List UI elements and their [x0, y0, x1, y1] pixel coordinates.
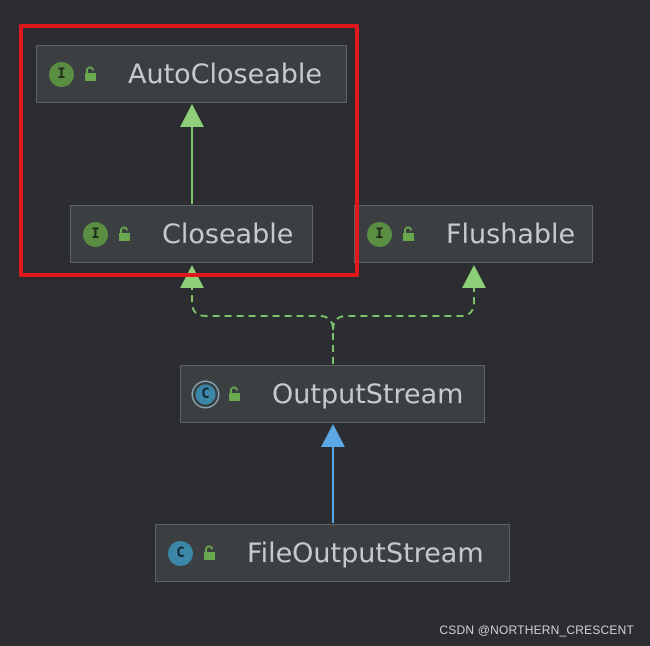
interface-icon: I — [367, 221, 392, 247]
edge-outputstream-flushable — [332, 288, 475, 331]
node-label: Flushable — [446, 218, 576, 250]
arrowhead-flushable — [462, 265, 486, 288]
arrowhead-outputstream — [321, 424, 345, 447]
node-flushable[interactable]: I Flushable — [354, 205, 593, 263]
node-label: FileOutputStream — [247, 537, 484, 569]
node-label: OutputStream — [272, 378, 464, 410]
unlocked-icon — [85, 66, 96, 81]
node-closeable[interactable]: I Closeable — [70, 205, 313, 263]
abstract-class-icon: C — [193, 381, 218, 407]
edge-outputstream-closeable — [191, 288, 334, 364]
unlocked-icon — [119, 226, 130, 241]
node-fileoutputstream[interactable]: C FileOutputStream — [155, 524, 510, 582]
node-autocloseable[interactable]: I AutoCloseable — [36, 45, 347, 103]
unlocked-icon — [229, 386, 240, 401]
interface-icon: I — [83, 221, 108, 247]
watermark: CSDN @NORTHERN_CRESCENT — [439, 623, 634, 637]
class-icon: C — [168, 540, 193, 566]
arrowhead-autocloseable — [180, 104, 204, 127]
node-label: AutoCloseable — [128, 58, 323, 90]
interface-icon: I — [49, 61, 74, 87]
highlight-box — [19, 24, 359, 277]
node-label: Closeable — [162, 218, 294, 250]
unlocked-icon — [204, 545, 215, 560]
node-outputstream[interactable]: C OutputStream — [180, 365, 485, 423]
unlocked-icon — [403, 226, 414, 241]
